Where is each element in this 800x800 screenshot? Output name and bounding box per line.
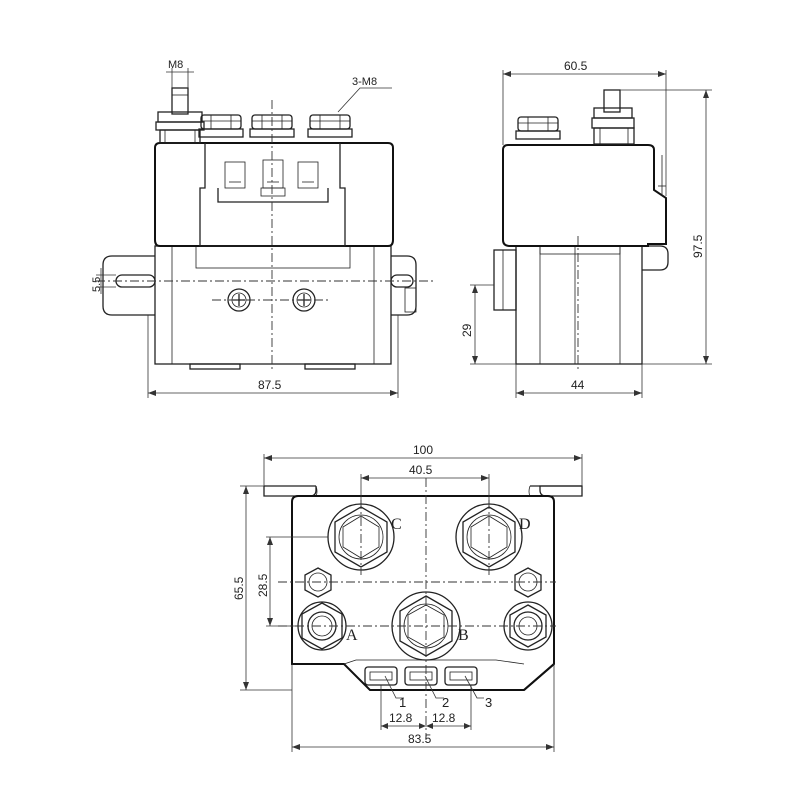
top-width-label: 100: [413, 443, 433, 457]
front-terminals-label: 3-M8: [352, 76, 377, 88]
front-bracket-label: 5.5: [91, 277, 103, 292]
terminal-c-label: C: [391, 516, 402, 533]
front-view: M8 3-M8 5.5 87.5: [91, 59, 436, 398]
side-terminal-m8: [591, 89, 635, 145]
side-view: 60.5 97.5 29 44: [460, 59, 712, 398]
pin-terminal-3: [297, 161, 319, 189]
pin-terminal-1: [224, 161, 246, 189]
top-view: C D A B 1 2 3 100 40.5 65.5: [232, 443, 583, 752]
pin-3-label: 3: [485, 695, 492, 710]
side-height-label: 97.5: [691, 234, 705, 258]
front-cap: [154, 142, 394, 247]
top-body-outline: [291, 495, 555, 691]
left-mounting-bracket: [102, 255, 155, 316]
front-terminal-m8: [155, 87, 205, 144]
mounting-hole-right: [514, 567, 542, 598]
top-height-label: 65.5: [232, 576, 246, 600]
control-pin-1: [364, 666, 398, 686]
side-depth-label: 44: [571, 378, 585, 392]
pin-spacing-left-label: 12.8: [389, 711, 413, 725]
front-terminal-nut-3: [307, 114, 353, 138]
front-width-label: 87.5: [258, 378, 282, 392]
side-mounting-bracket: [493, 249, 517, 311]
control-pin-3: [444, 666, 478, 686]
side-base-height-label: 29: [460, 323, 474, 337]
terminal-b-label: B: [458, 627, 469, 644]
side-terminal-nut: [515, 116, 561, 140]
pin-2-label: 2: [442, 695, 449, 710]
top-spacing-label: 40.5: [409, 463, 433, 477]
pin-1-label: 1: [399, 695, 406, 710]
front-body-lower: [154, 245, 392, 365]
control-pin-2: [404, 666, 438, 686]
terminal-d-label: D: [519, 516, 531, 533]
top-pitch-label: 28.5: [256, 573, 270, 597]
side-cap: [502, 144, 667, 247]
terminal-a-label: A: [346, 627, 358, 644]
pin-terminal-2: [262, 159, 284, 189]
front-bolt-label: M8: [168, 59, 183, 71]
mounting-hole-left: [304, 567, 332, 598]
pin-spacing-right-label: 12.8: [432, 711, 456, 725]
right-mounting-bracket: [391, 255, 417, 316]
top-base-label: 83.5: [408, 732, 432, 746]
front-terminal-nut-1: [198, 114, 244, 138]
terminal-a-nut: [297, 601, 347, 651]
side-width-label: 60.5: [564, 59, 588, 73]
top-mounting-bracket: [263, 485, 583, 497]
side-body-lower: [515, 245, 643, 365]
